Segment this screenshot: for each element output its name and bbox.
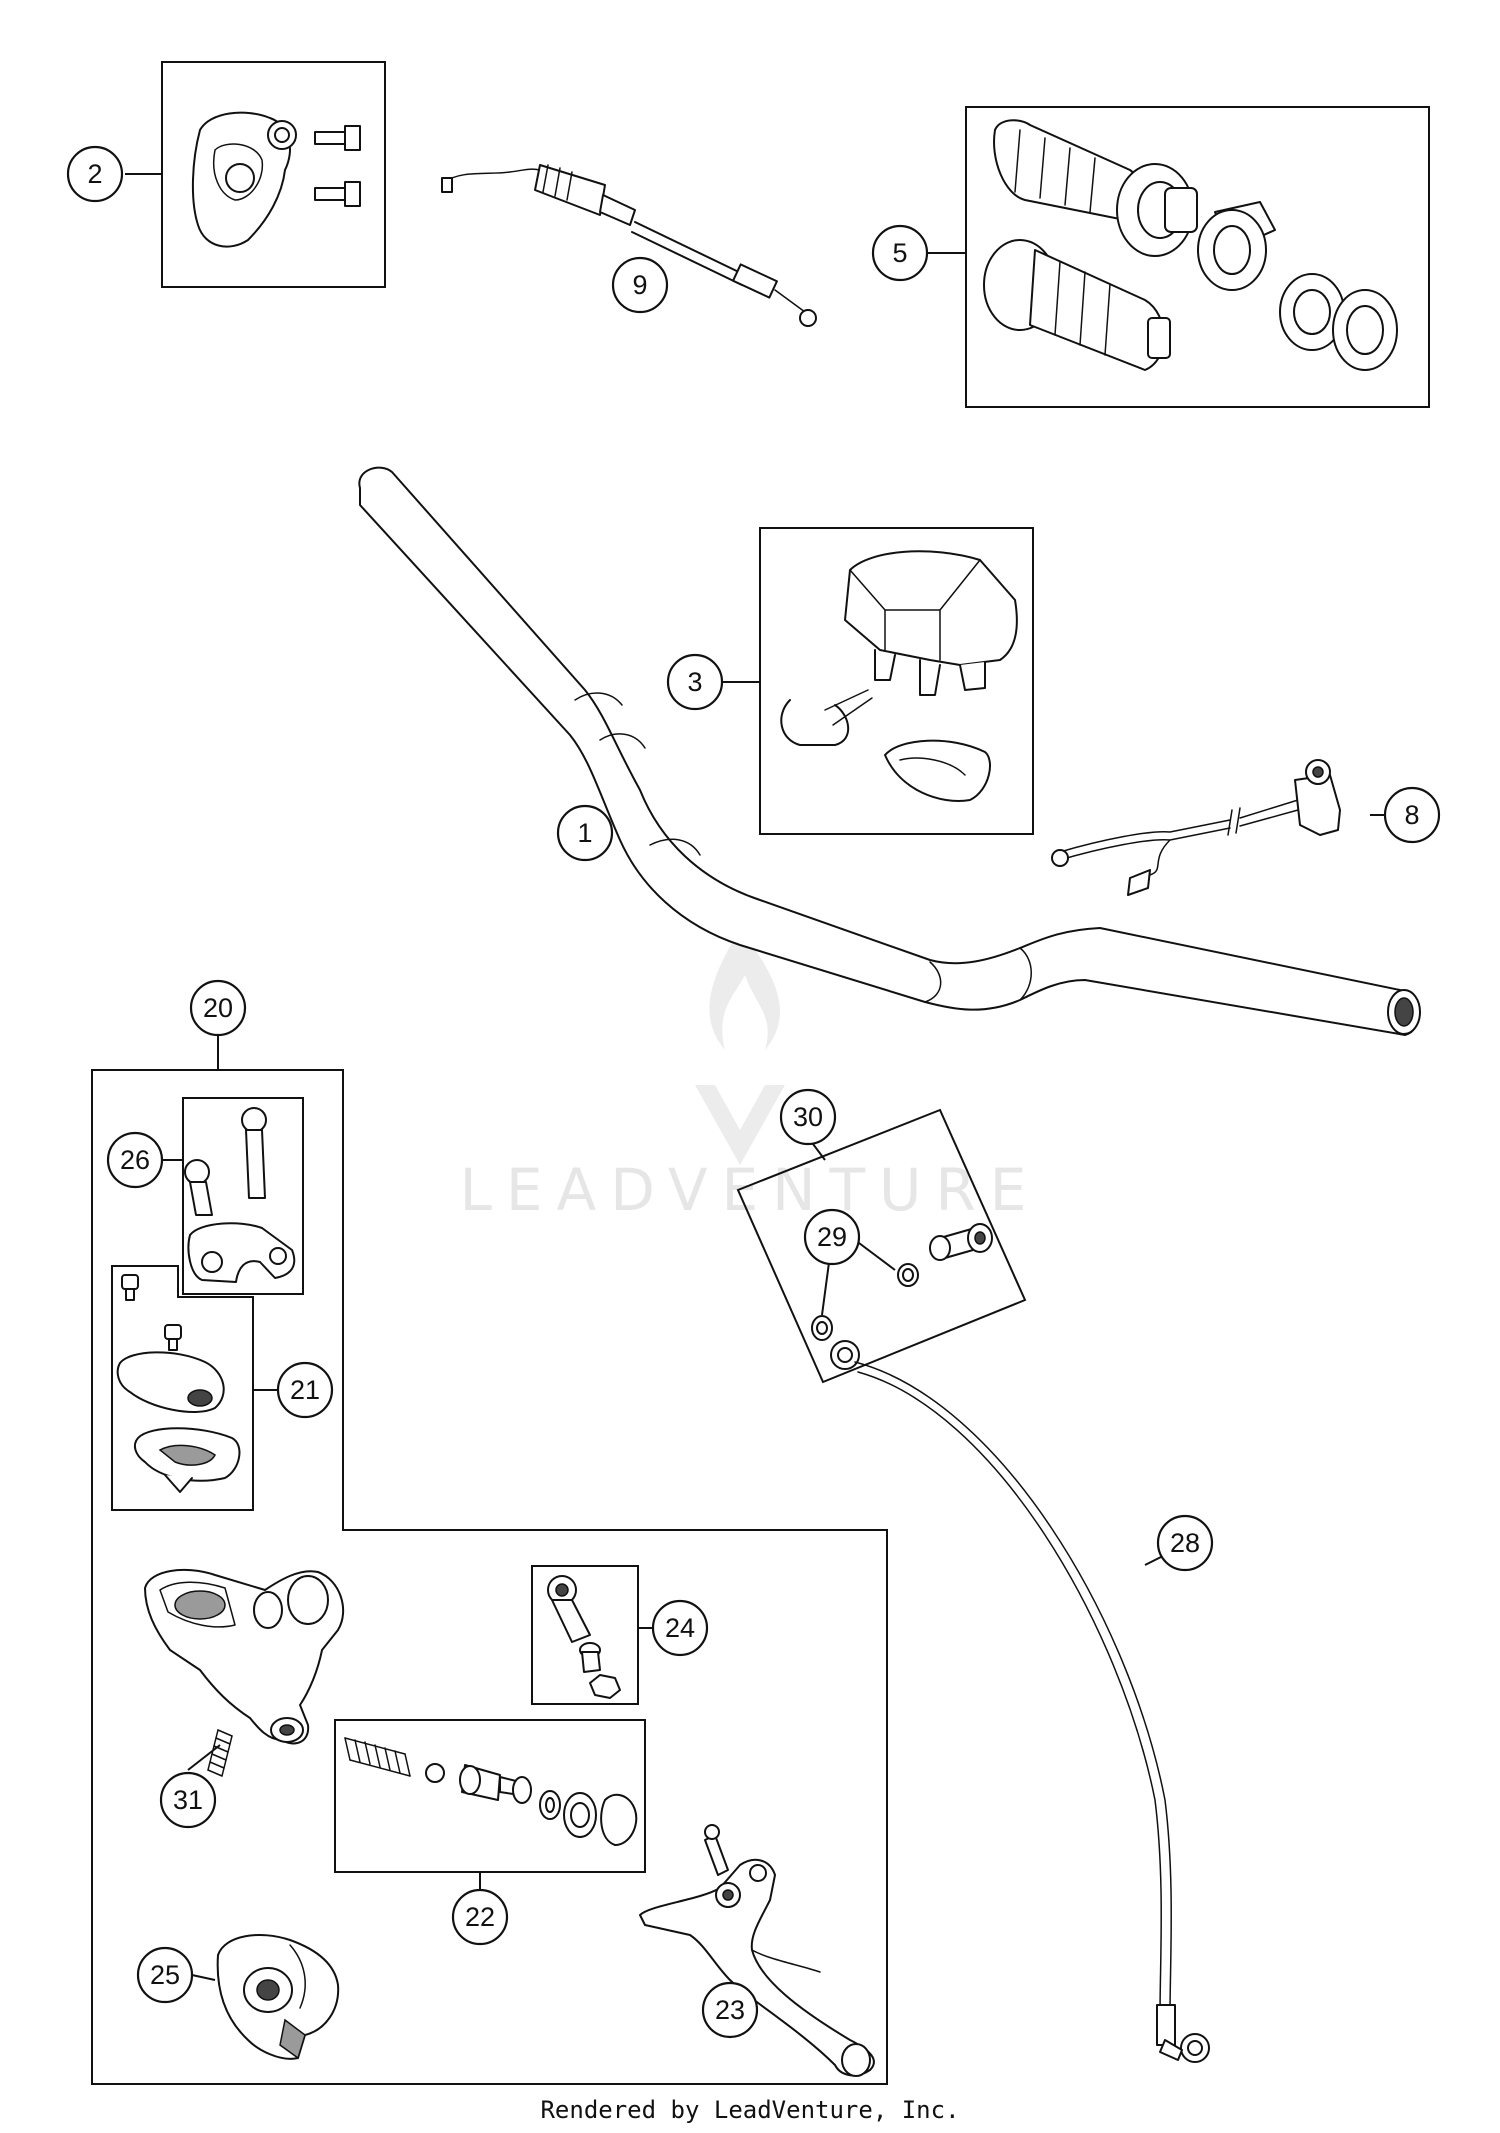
callout-1: 1 xyxy=(556,804,614,862)
callout-29: 29 xyxy=(803,1208,861,1266)
callout-3: 3 xyxy=(666,653,724,711)
footer-credit: Rendered by LeadVenture, Inc. xyxy=(540,2096,960,2124)
watermark-flame-icon xyxy=(709,930,780,1050)
part-29-washers xyxy=(811,1239,919,1341)
callout-21: 21 xyxy=(276,1361,334,1419)
part-22-box xyxy=(334,1719,646,1873)
part-24-box xyxy=(531,1565,639,1705)
svg-text:5: 5 xyxy=(892,238,907,268)
callout-31: 31 xyxy=(159,1771,217,1829)
part-5-grips xyxy=(983,119,1398,371)
master-cylinder-body xyxy=(144,1568,345,1745)
svg-text:26: 26 xyxy=(120,1145,150,1175)
svg-text:23: 23 xyxy=(715,1995,745,2025)
part-1-handlebar xyxy=(358,466,1421,1036)
part-30-box xyxy=(736,1108,1027,1384)
svg-text:21: 21 xyxy=(290,1375,320,1405)
part-30-banjo-bolt xyxy=(929,1223,993,1261)
part-25-cover xyxy=(216,1934,340,2060)
callout-24: 24 xyxy=(651,1599,709,1657)
svg-text:28: 28 xyxy=(1170,1528,1200,1558)
svg-text:30: 30 xyxy=(793,1102,823,1132)
callout-25: 25 xyxy=(136,1946,194,2004)
svg-text:3: 3 xyxy=(687,667,702,697)
part-28-brake-line xyxy=(830,1340,1210,2063)
svg-text:24: 24 xyxy=(665,1613,695,1643)
callout-2: 2 xyxy=(66,145,124,203)
watermark-v-icon xyxy=(695,1085,785,1165)
part-9-throttle-cable xyxy=(441,164,817,327)
svg-text:31: 31 xyxy=(173,1785,203,1815)
part-5-box xyxy=(965,106,1430,408)
svg-text:2: 2 xyxy=(87,159,102,189)
callout-23: 23 xyxy=(701,1981,759,2039)
callout-9: 9 xyxy=(611,256,669,314)
part-26-clamp xyxy=(184,1107,296,1283)
callout-26: 26 xyxy=(106,1131,164,1189)
part-23-lever xyxy=(639,1824,875,2077)
part-24-pin xyxy=(547,1575,621,1699)
callout-28: 28 xyxy=(1156,1514,1214,1572)
svg-text:22: 22 xyxy=(465,1902,495,1932)
svg-text:25: 25 xyxy=(150,1960,180,1990)
part-21-box xyxy=(111,1265,254,1511)
part-2-clamp xyxy=(191,111,361,248)
part-22-piston-kit xyxy=(344,1737,638,1846)
part-26-box xyxy=(182,1097,304,1295)
svg-text:8: 8 xyxy=(1404,800,1419,830)
part-31-spring xyxy=(207,1729,233,1777)
callout-8: 8 xyxy=(1383,786,1441,844)
part-3-bar-pad xyxy=(780,550,1018,802)
watermark-text: LEADVENTURE xyxy=(460,1156,1041,1224)
callout-5: 5 xyxy=(871,224,929,282)
svg-text:9: 9 xyxy=(632,270,647,300)
part-21-reservoir-cap xyxy=(116,1274,241,1493)
svg-text:1: 1 xyxy=(577,818,592,848)
svg-text:20: 20 xyxy=(203,993,233,1023)
callout-30: 30 xyxy=(779,1088,837,1146)
part-8-switch xyxy=(1051,759,1341,896)
watermark: LEADVENTURE xyxy=(460,930,1041,1224)
svg-text:29: 29 xyxy=(817,1222,847,1252)
part-20-box xyxy=(91,1069,888,2085)
callout-22: 22 xyxy=(451,1888,509,1946)
callout-20: 20 xyxy=(189,979,247,1037)
